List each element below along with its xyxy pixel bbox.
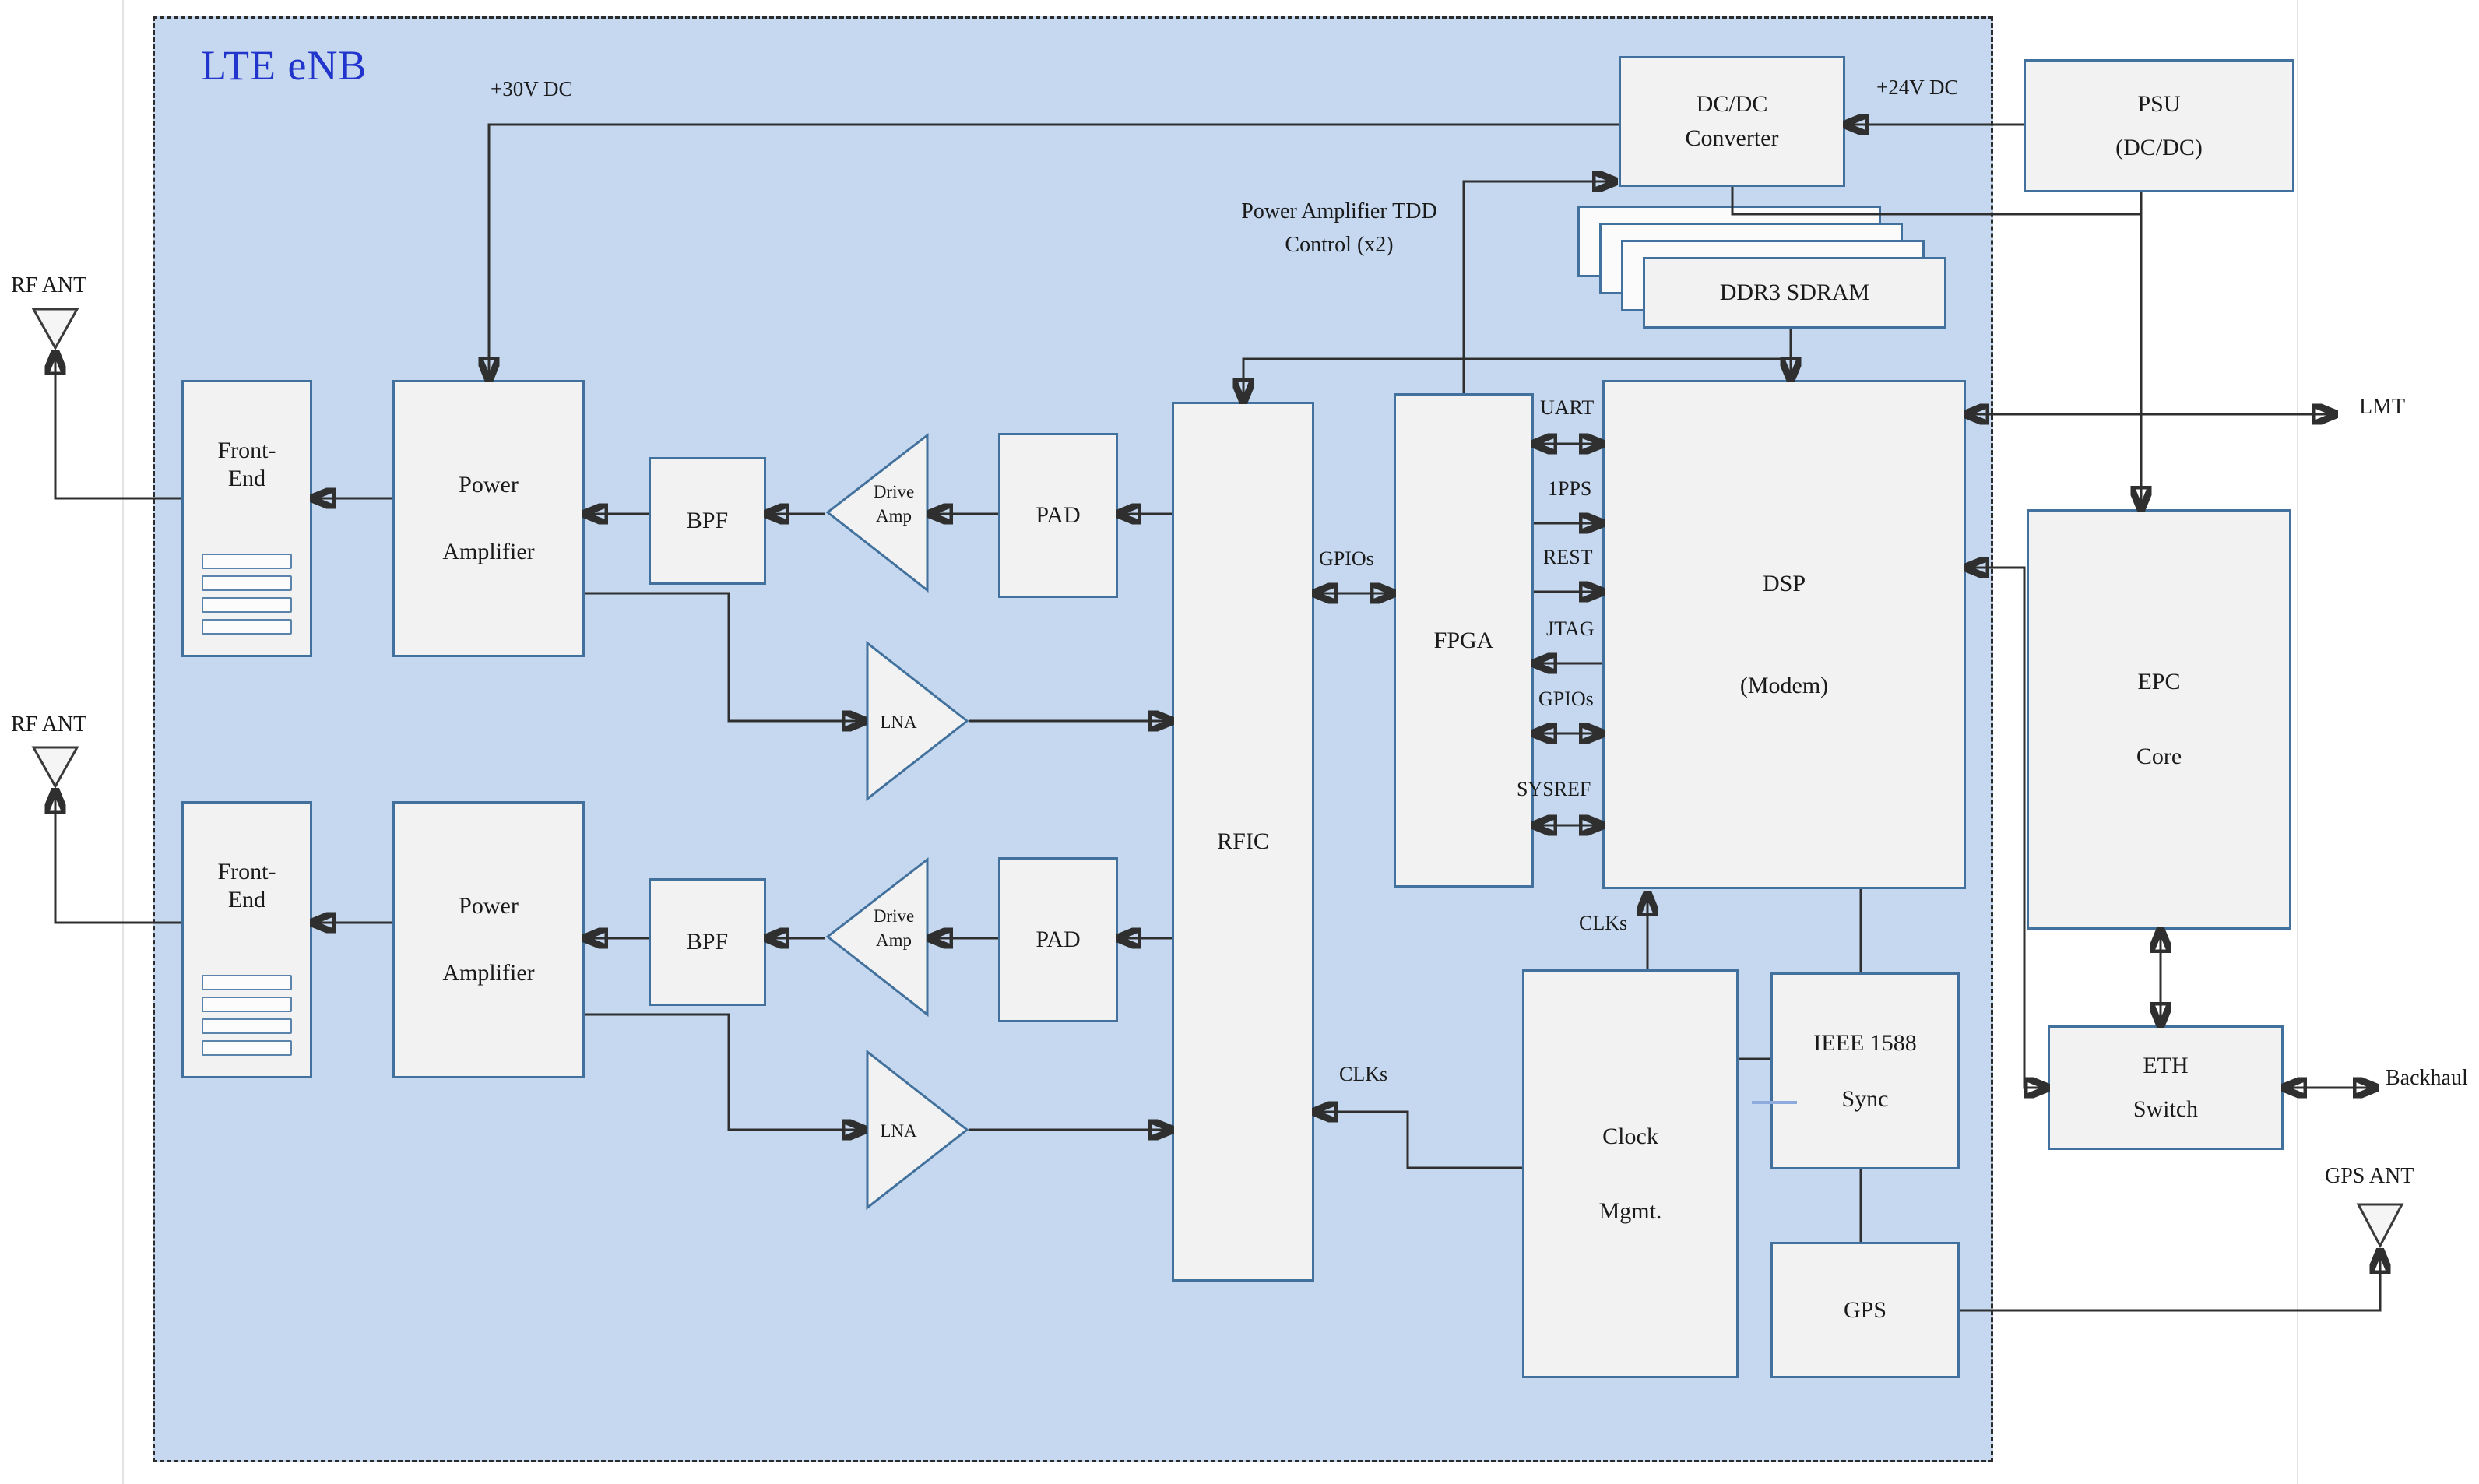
drive-amp-line2: Amp <box>876 506 912 526</box>
pa-line1: Power <box>459 472 519 498</box>
wire-pa-node-to-lna-bottom <box>585 1013 865 1130</box>
rfic-label: RFIC <box>1217 828 1269 854</box>
fpga-label: FPGA <box>1433 627 1494 653</box>
dsp-line1: DSP <box>1762 570 1806 596</box>
ddr3-label: DDR3 SDRAM <box>1719 280 1870 305</box>
ieee1588-line1: IEEE 1588 <box>1813 1029 1917 1056</box>
dcdc-line2: Converter <box>1685 125 1779 151</box>
wire-clks-clock-to-rfic <box>1314 1112 1522 1169</box>
block-eth-switch: ETH Switch <box>2048 1025 2284 1150</box>
block-lna-top: LNA <box>865 640 969 802</box>
label-rest: REST <box>1543 546 1593 568</box>
block-psu: PSU (DC/DC) <box>2024 59 2294 192</box>
label-lmt: LMT <box>2359 395 2406 419</box>
epc-line1: EPC <box>2137 669 2181 695</box>
label-30v-dc: +30V DC <box>491 77 573 100</box>
page-gridline-left <box>122 0 124 1484</box>
block-fpga: FPGA <box>1394 393 1534 888</box>
label-pa-tdd-control: Power Amplifier TDD Control (x2) <box>1241 199 1437 258</box>
front-end-filter-icon <box>202 554 292 635</box>
gps-label: GPS <box>1843 1296 1887 1323</box>
wire-frontend-to-antenna-bottom <box>55 790 181 924</box>
wire-fpga-tdd-control-to-dcdc <box>1462 181 1616 393</box>
block-bpf-bottom: BPF <box>649 878 766 1006</box>
label-gpios-fpga-dsp: GPIOs <box>1538 687 1594 710</box>
psu-line2: (DC/DC) <box>2115 134 2203 160</box>
gps-antenna-icon <box>2356 1203 2404 1249</box>
label-gpios-rfic-fpga: GPIOs <box>1319 547 1374 570</box>
front-end-line2: End <box>227 466 266 491</box>
front-end-line1: Front- <box>217 438 276 463</box>
block-clock-mgmt: Clock Mgmt. <box>1522 969 1739 1378</box>
front-end-filter-icon <box>202 975 292 1056</box>
label-backhaul: Backhaul <box>2386 1066 2468 1090</box>
pa-line2: Amplifier <box>442 539 535 564</box>
pad-label: PAD <box>1036 502 1081 528</box>
lna-triangle-icon <box>866 640 969 802</box>
label-sysref: SYSREF <box>1517 778 1591 800</box>
block-ieee1588-sync: IEEE 1588 Sync <box>1770 972 1960 1169</box>
lna-triangle-icon <box>866 1049 969 1211</box>
clock-line1: Clock <box>1602 1123 1658 1149</box>
label-gps-ant: GPS ANT <box>2325 1164 2414 1188</box>
eth-line1: ETH <box>2143 1053 2189 1078</box>
block-gps: GPS <box>1770 1242 1960 1378</box>
block-epc-core: EPC Core <box>2027 509 2291 930</box>
label-jtag: JTAG <box>1546 617 1595 640</box>
block-front-end-bottom: Front- End <box>181 801 312 1078</box>
wire-dcdc-power-elbow <box>1731 187 2141 216</box>
label-clks-dsp: CLKs <box>1579 912 1628 934</box>
block-ddr3-sdram: DDR3 SDRAM <box>1643 257 1946 329</box>
wire-dsp-bus-to-rfic-top <box>1243 357 1791 402</box>
lna-label: LNA <box>880 712 917 732</box>
wire-pa-node-to-lna-top <box>585 592 865 721</box>
label-24v-dc: +24V DC <box>1876 76 1959 99</box>
label-clks-rfic: CLKs <box>1339 1063 1388 1085</box>
label-rf-ant-top: RF ANT <box>11 273 87 297</box>
wire-frontend-to-antenna-top <box>55 352 181 500</box>
label-uart: UART <box>1540 396 1595 419</box>
block-lna-bottom: LNA <box>865 1049 969 1211</box>
psu-line1: PSU <box>2137 90 2181 117</box>
label-rf-ant-bottom: RF ANT <box>11 712 87 737</box>
bpf-label: BPF <box>686 508 729 533</box>
dcdc-line1: DC/DC <box>1696 91 1768 117</box>
wire-30v-dcdc-to-pa <box>489 123 1619 380</box>
ieee1588-line2: Sync <box>1841 1085 1889 1112</box>
block-rfic: RFIC <box>1172 402 1314 1282</box>
epc-line2: Core <box>2136 744 2182 769</box>
block-drive-amp-top: Drive Amp <box>825 432 930 593</box>
dsp-line2: (Modem) <box>1739 672 1829 698</box>
eth-line2: Switch <box>2133 1096 2199 1122</box>
drive-amp-line1: Drive <box>873 482 915 501</box>
page-gridline-right <box>2297 0 2298 1484</box>
wire-dsp-to-eth-switch <box>1966 568 2048 1088</box>
block-front-end-top: Front- End <box>181 380 312 657</box>
label-1pps: 1PPS <box>1548 477 1592 500</box>
wire-gps-to-antenna <box>1960 1250 2380 1312</box>
diagram-title: LTE eNB <box>201 42 367 89</box>
rf-antenna-top-icon <box>31 308 79 351</box>
block-bpf-top: BPF <box>649 457 766 585</box>
clock-line2: Mgmt. <box>1598 1197 1662 1224</box>
block-power-amplifier-bottom: Power Amplifier <box>392 801 585 1078</box>
rf-antenna-bottom-icon <box>31 746 79 789</box>
